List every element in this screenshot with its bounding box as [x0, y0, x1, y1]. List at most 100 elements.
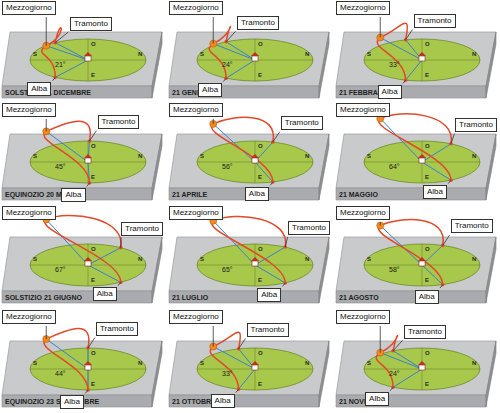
leader-line — [273, 132, 280, 142]
compass-letter: O — [91, 41, 96, 48]
compass-letter: O — [425, 143, 430, 150]
sun-path — [44, 329, 89, 390]
slab-top — [169, 134, 329, 188]
callout-box: Tramonto — [121, 222, 163, 236]
leader-line — [403, 80, 406, 83]
noon-ray — [46, 339, 88, 369]
slab-top — [336, 32, 496, 86]
noon-ray — [380, 118, 422, 162]
leader-line — [443, 235, 450, 245]
callout-box: Tramonto — [414, 14, 456, 28]
callout-box: Mezzogiorno — [169, 206, 223, 220]
callout-text: Tramonto — [100, 324, 134, 333]
compass-letter: O — [425, 246, 430, 253]
slab-top — [336, 237, 496, 291]
callout-text: Alba — [249, 189, 265, 198]
callout-text: Mezzogiorno — [6, 208, 52, 217]
callout-text: Alba — [65, 190, 81, 199]
callout-text: Tramonto — [241, 18, 275, 27]
leader-line — [118, 282, 121, 285]
compass-letter: O — [258, 246, 263, 253]
date-label: SOLSTIZIO 21 GIUGNO — [5, 293, 82, 302]
horizon-ellipse — [364, 39, 480, 81]
house-roof — [84, 52, 92, 56]
callout-text: Tramonto — [292, 223, 326, 232]
leader-line — [440, 285, 443, 288]
slab-front — [336, 188, 486, 200]
sunrise-ray — [406, 60, 422, 80]
house-body — [419, 158, 425, 163]
slab-side — [486, 32, 496, 98]
compass-letter: E — [258, 174, 262, 181]
compass-letter: O — [425, 41, 430, 48]
compass-letter: S — [200, 153, 204, 160]
leader-line — [85, 390, 88, 393]
compass-letter: E — [91, 381, 95, 388]
callout-text: Mezzogiorno — [340, 3, 386, 12]
noon-ray — [213, 347, 255, 369]
sun-path — [210, 332, 240, 389]
callout-text: Tramonto — [285, 118, 319, 127]
noon-ray — [46, 219, 88, 265]
sun-path — [379, 220, 444, 285]
slab-top — [2, 134, 162, 188]
noon-ray — [380, 38, 422, 60]
angle-label: 67° — [55, 266, 66, 274]
callout-box: Alba — [60, 395, 84, 409]
compass-letter: E — [258, 381, 262, 388]
slab-side — [152, 134, 162, 200]
leader-line — [213, 326, 214, 347]
compass-letter: S — [33, 153, 37, 160]
house-body — [85, 158, 91, 163]
slab-front — [169, 395, 319, 407]
noon-ray — [213, 44, 255, 60]
callout-text: Mezzogiorno — [340, 105, 386, 114]
angle-label: 64° — [389, 163, 400, 171]
date-label: 21 AGOSTO — [339, 293, 379, 302]
callout-box: Mezzogiorno — [336, 310, 390, 324]
callout-box: Tramonto — [98, 115, 140, 129]
compass-letter: N — [305, 51, 309, 58]
callout-text: Alba — [202, 85, 218, 94]
noon-ray — [380, 353, 422, 369]
callout-box: Alba — [365, 392, 389, 406]
leader-line — [390, 387, 393, 390]
leader-line — [406, 30, 413, 40]
sunrise-ray — [55, 60, 88, 77]
slab-top — [2, 32, 162, 86]
callout-box: Tramonto — [451, 219, 493, 233]
callout-text: Tramonto — [102, 117, 136, 126]
house-body — [419, 261, 425, 266]
compass-letter: N — [472, 153, 476, 160]
compass-letter: O — [258, 350, 263, 357]
slab-top — [169, 237, 329, 291]
callout-text: Alba — [382, 87, 398, 96]
house-body — [252, 56, 258, 61]
compass-letter: N — [305, 256, 309, 263]
date-label: 21 OTTOBRE — [172, 397, 216, 406]
sun-path — [209, 27, 230, 79]
compass-letter: S — [33, 256, 37, 263]
leader-line — [282, 283, 285, 286]
callout-box: Alba — [378, 85, 402, 99]
callout-text: Alba — [64, 397, 80, 406]
sun-path — [211, 117, 273, 182]
slab-front — [336, 291, 486, 303]
compass-letter: O — [258, 41, 263, 48]
house-roof — [251, 154, 259, 158]
leader-line — [226, 31, 236, 42]
slab-side — [319, 32, 329, 98]
callout-box: Tramonto — [281, 116, 323, 130]
angle-label: 33° — [222, 370, 233, 378]
slab-front — [169, 291, 319, 303]
sunrise-ray — [422, 162, 451, 180]
slab-top — [2, 341, 162, 395]
callout-box: Alba — [257, 288, 281, 302]
slab-top — [2, 237, 162, 291]
sun-path — [379, 114, 452, 180]
house-body — [85, 365, 91, 370]
house-roof — [251, 361, 259, 365]
horizon-ellipse — [197, 244, 313, 286]
leader-line — [46, 119, 47, 131]
